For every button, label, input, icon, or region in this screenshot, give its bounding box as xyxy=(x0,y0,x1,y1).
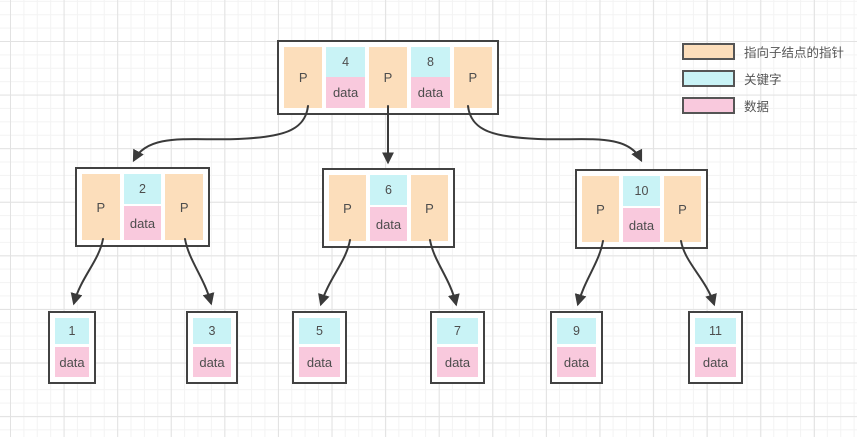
legend-item-data: 数据 xyxy=(682,97,844,114)
arrow-node2-to-leaf-9 xyxy=(574,240,604,307)
key-cell: 8 xyxy=(411,47,450,77)
pointer-cell: P xyxy=(582,176,619,242)
key-cell: 3 xyxy=(193,318,231,344)
arrow-node2-to-leaf-11 xyxy=(680,240,717,307)
legend-item-pointer: 指向子结点的指针 xyxy=(682,43,844,60)
key-cell: 5 xyxy=(299,318,340,344)
key-data-column: 8 data xyxy=(411,47,450,108)
legend-label: 数据 xyxy=(744,100,770,114)
data-cell: data xyxy=(370,207,407,241)
pointer-cell: P xyxy=(329,175,366,241)
key-color-swatch xyxy=(682,70,735,87)
key-cell: 4 xyxy=(326,47,365,77)
pointer-cell: P xyxy=(411,175,448,241)
key-cell: 1 xyxy=(55,318,89,344)
data-cell: data xyxy=(326,77,365,108)
key-cell: 6 xyxy=(370,175,407,205)
leaf-node-7: 7 data xyxy=(430,311,485,384)
leaf-node-9: 9 data xyxy=(550,311,603,384)
pointer-cell: P xyxy=(165,174,204,240)
key-cell: 2 xyxy=(123,174,162,204)
arrow-node1-to-leaf-5 xyxy=(318,239,351,307)
data-cell: data xyxy=(193,347,231,377)
arrow-node0-to-leaf-3 xyxy=(184,238,215,306)
data-color-swatch xyxy=(682,97,735,114)
data-cell: data xyxy=(123,206,162,240)
tree-node-internal-left: P 2 data P xyxy=(75,167,210,247)
key-data-column: 2 data xyxy=(123,174,162,240)
data-cell: data xyxy=(55,347,89,377)
leaf-node-5: 5 data xyxy=(292,311,347,384)
pointer-cell: P xyxy=(82,174,120,240)
key-data-column: 6 data xyxy=(370,175,407,241)
legend-item-key: 关键字 xyxy=(682,70,844,87)
key-data-column: 10 data xyxy=(623,176,660,242)
leaf-node-1: 1 data xyxy=(48,311,96,384)
pointer-cell: P xyxy=(368,47,408,108)
data-cell: data xyxy=(411,77,450,108)
key-cell: 10 xyxy=(623,176,660,206)
arrow-node1-to-leaf-7 xyxy=(429,239,460,307)
pointer-cell: P xyxy=(284,47,323,108)
tree-node-internal-right: P 10 data P xyxy=(575,169,708,249)
data-cell: data xyxy=(695,347,736,377)
data-cell: data xyxy=(557,347,596,377)
legend: 指向子结点的指针 关键字 数据 xyxy=(682,43,844,124)
legend-label: 关键字 xyxy=(744,73,782,87)
pointer-cell: P xyxy=(453,47,493,108)
pointer-color-swatch xyxy=(682,43,735,60)
data-cell: data xyxy=(623,208,660,242)
data-cell: data xyxy=(437,347,478,377)
legend-label: 指向子结点的指针 xyxy=(744,46,845,60)
leaf-node-11: 11 data xyxy=(688,311,743,384)
data-cell: data xyxy=(299,347,340,377)
tree-node-internal-center: P 6 data P xyxy=(322,168,455,248)
key-cell: 7 xyxy=(437,318,478,344)
key-cell: 9 xyxy=(557,318,596,344)
arrow-node0-to-leaf-1 xyxy=(70,238,104,306)
tree-node-root: P 4 data P 8 data P xyxy=(277,40,499,115)
key-data-column: 4 data xyxy=(326,47,365,108)
key-cell: 11 xyxy=(695,318,736,344)
pointer-cell: P xyxy=(664,176,701,242)
leaf-node-3: 3 data xyxy=(186,311,238,384)
